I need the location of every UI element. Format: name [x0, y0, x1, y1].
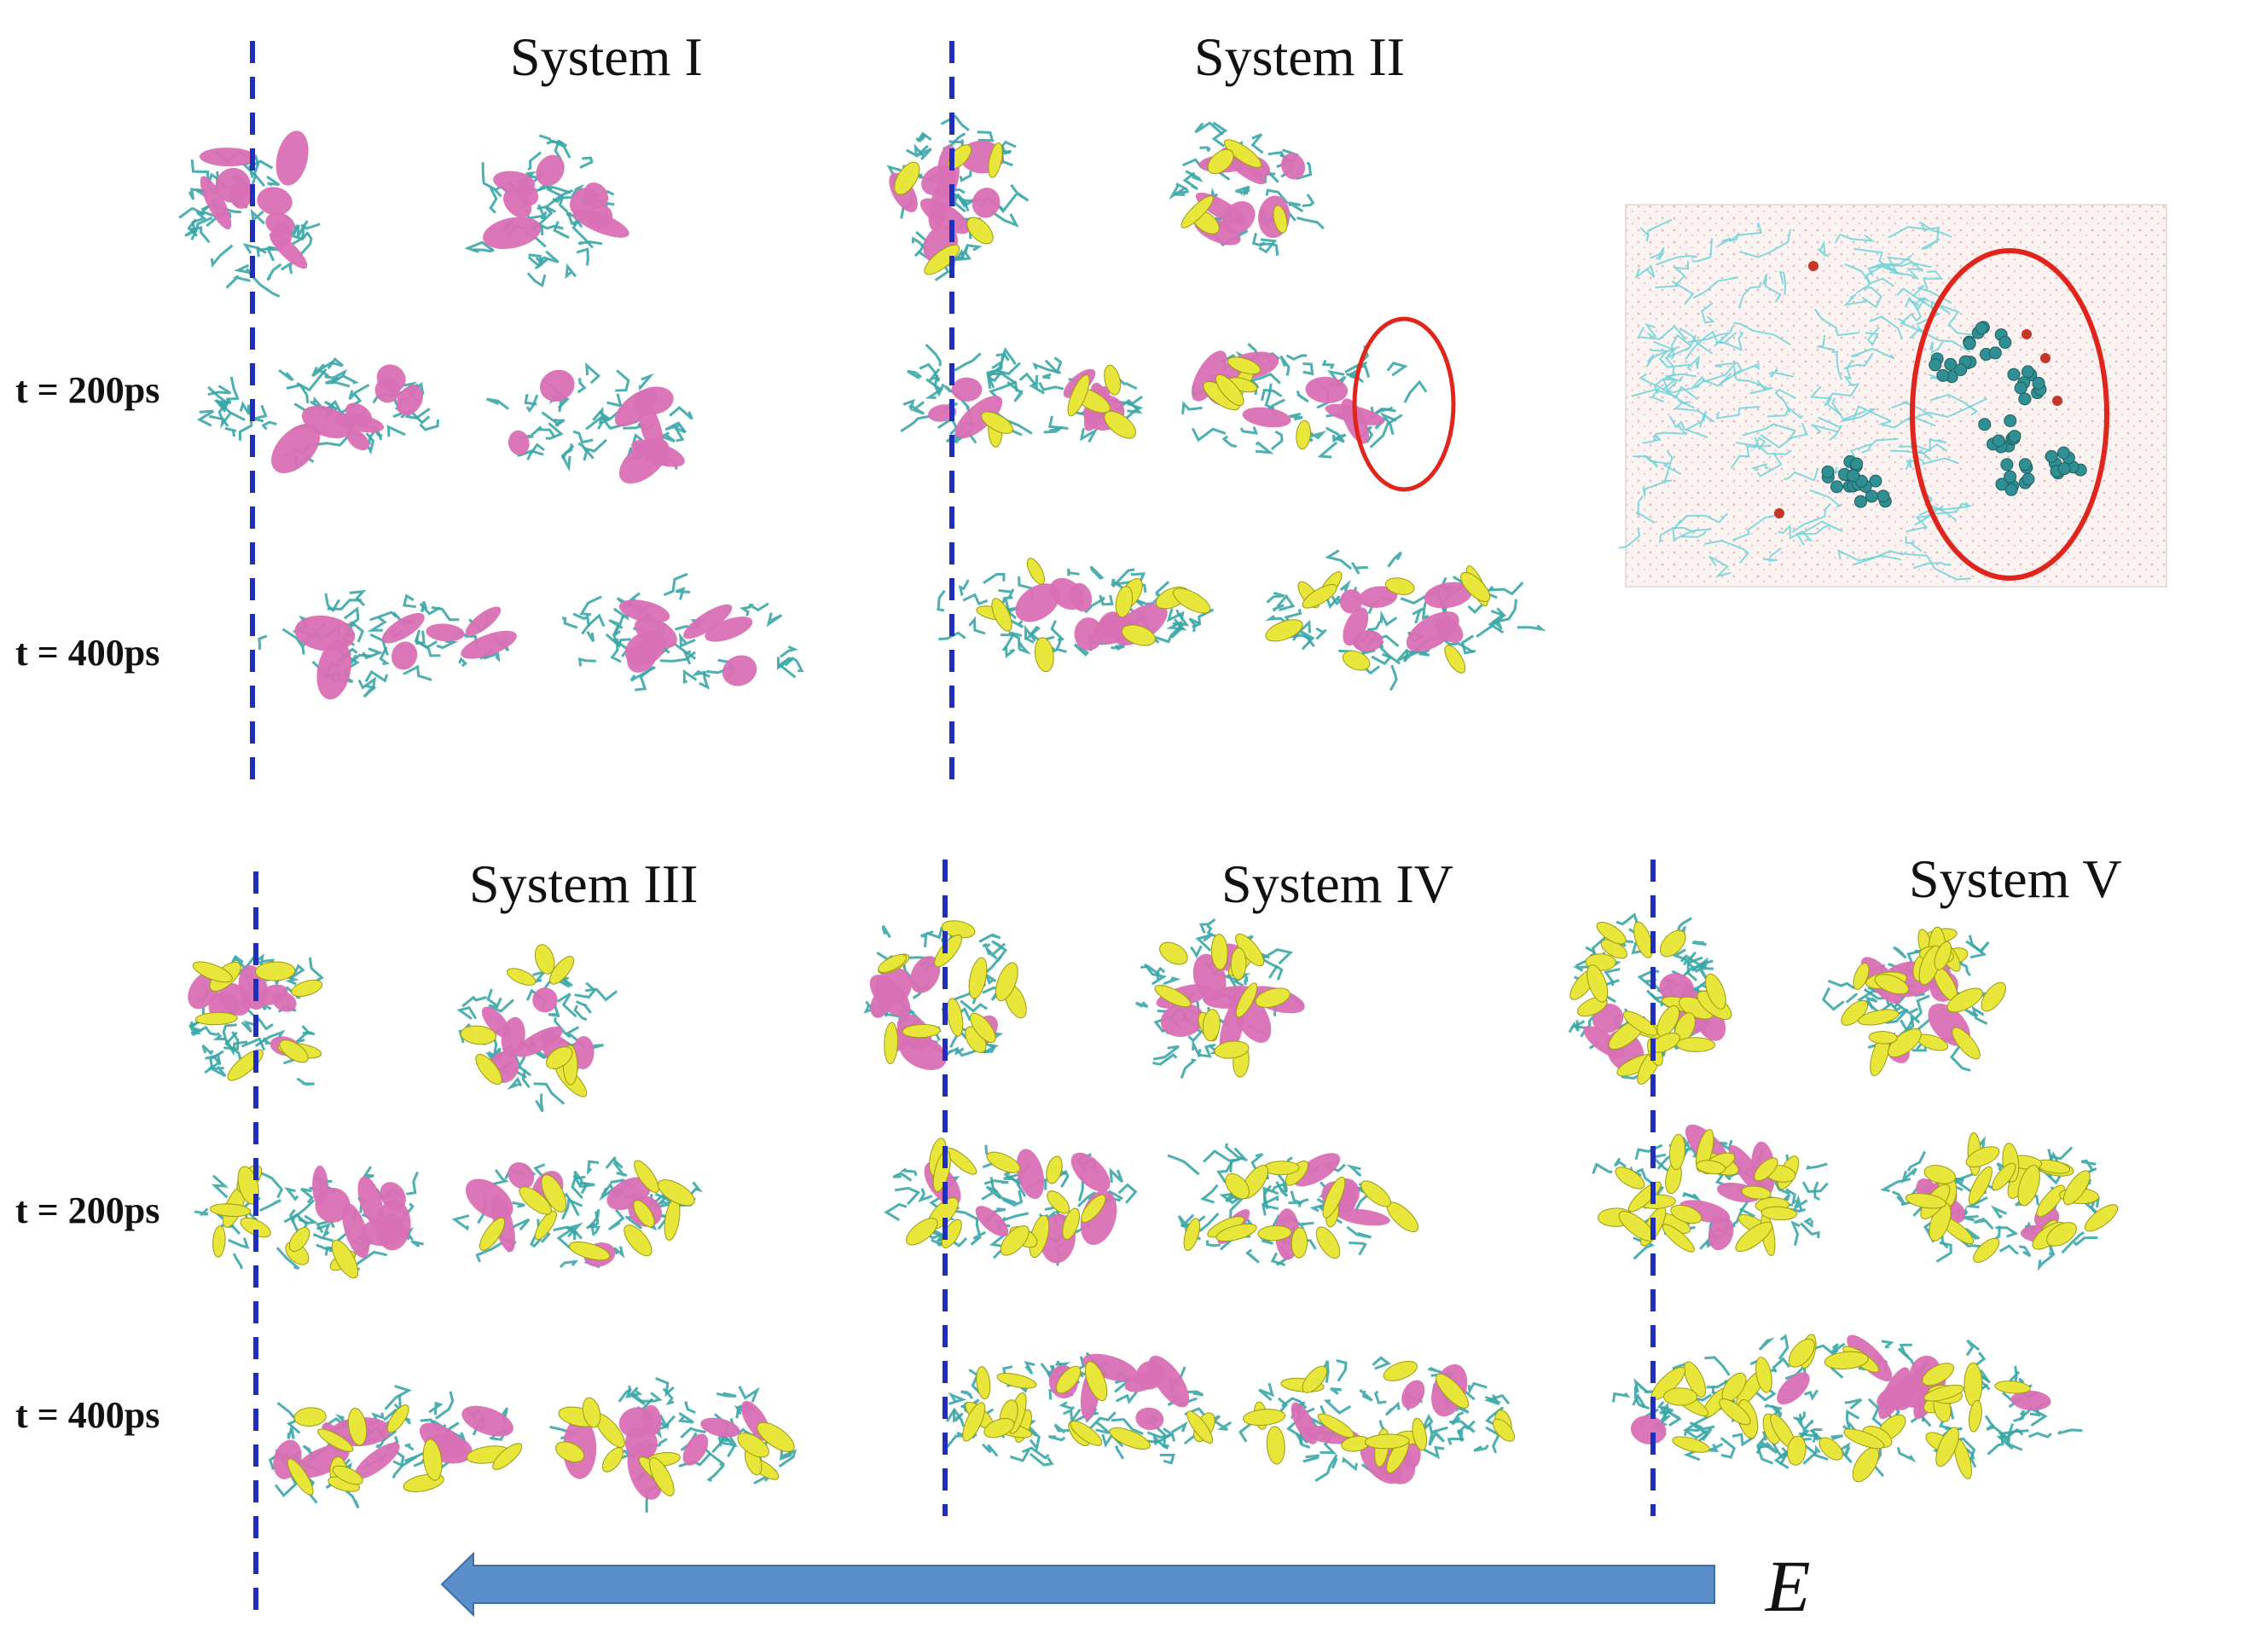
electric-field-label: E	[1766, 1545, 1811, 1627]
inset-highlight-ellipse	[1910, 248, 2109, 581]
protein-snapshots	[178, 114, 2119, 1513]
system4-400ps-left	[945, 1352, 1233, 1467]
electric-field-arrow	[440, 1551, 1715, 1618]
title-system-2: System II	[1194, 26, 1406, 87]
system5-200ps-right	[1880, 1132, 2119, 1271]
system1-200ps-left	[196, 357, 440, 473]
system4-initial-left	[863, 920, 1027, 1070]
system1-initial-left	[178, 130, 321, 298]
system1-400ps-left	[258, 589, 517, 700]
time-label-400ps-top: t = 400ps	[15, 632, 160, 674]
system5-200ps-left	[1592, 1124, 1829, 1260]
system3-initial-right	[456, 944, 618, 1113]
title-system-5: System V	[1909, 848, 2122, 909]
system2-200ps-left	[900, 344, 1144, 448]
system3-initial-left	[188, 953, 324, 1086]
system3-400ps-left	[268, 1385, 523, 1509]
system3-400ps-right	[549, 1377, 797, 1513]
system4-200ps-left	[884, 1137, 1138, 1266]
system2-initial-left	[886, 114, 1030, 281]
system1-200ps-right	[486, 362, 693, 484]
zoom-inset	[1618, 204, 2167, 588]
title-system-3: System III	[469, 854, 699, 914]
system2-400ps-right	[1265, 549, 1546, 692]
annotations	[440, 204, 2167, 1618]
system5-initial-left	[1568, 912, 1732, 1085]
title-system-1: System I	[510, 26, 703, 87]
system5-initial-right	[1821, 926, 2006, 1077]
inset-background	[1625, 204, 2167, 588]
system3-200ps-left	[194, 1165, 425, 1279]
system4-200ps-right	[1167, 1143, 1418, 1267]
time-label-200ps-top: t = 200ps	[15, 369, 160, 411]
system5-400ps	[1612, 1334, 2083, 1483]
system3-200ps-right	[451, 1156, 703, 1269]
system2-400ps-left	[937, 558, 1215, 673]
system4-initial-right	[1134, 918, 1305, 1080]
time-label-200ps-bottom: t = 200ps	[15, 1190, 160, 1231]
title-system-4: System IV	[1221, 854, 1453, 914]
system2-200ps-right	[1181, 343, 1428, 459]
time-label-400ps-bottom: t = 400ps	[15, 1394, 160, 1436]
system4-400ps-right	[1238, 1356, 1515, 1485]
system1-initial-right	[464, 134, 629, 288]
system1-400ps-right	[561, 572, 804, 692]
system2-initial-right	[1169, 121, 1325, 256]
highlight-ellipse	[1352, 316, 1456, 492]
electrode-lines	[250, 41, 1656, 1613]
